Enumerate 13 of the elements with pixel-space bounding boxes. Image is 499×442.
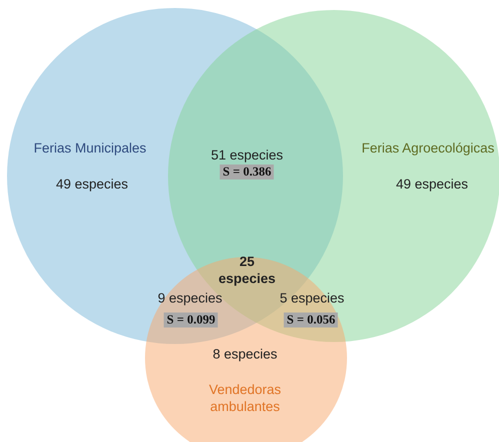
set-name: Ferias Municipales: [34, 140, 146, 156]
species-count: 51 especies: [210, 146, 284, 164]
similarity-index: S = 0.056: [284, 312, 338, 328]
species-count: 49 especies: [56, 176, 128, 192]
similarity-index: S = 0.099: [164, 312, 218, 328]
similarity-index: S = 0.386: [220, 164, 274, 180]
set-name: Ferias Agroecológicas: [362, 140, 494, 156]
species-count: 49 especies: [396, 176, 468, 192]
species-count: 9 especies: [158, 290, 222, 306]
species-count: 25 especies: [217, 253, 277, 287]
set-name: Vendedoras ambulantes: [208, 381, 282, 415]
species-count: 5 especies: [280, 290, 344, 306]
species-count: 8 especies: [212, 346, 278, 362]
